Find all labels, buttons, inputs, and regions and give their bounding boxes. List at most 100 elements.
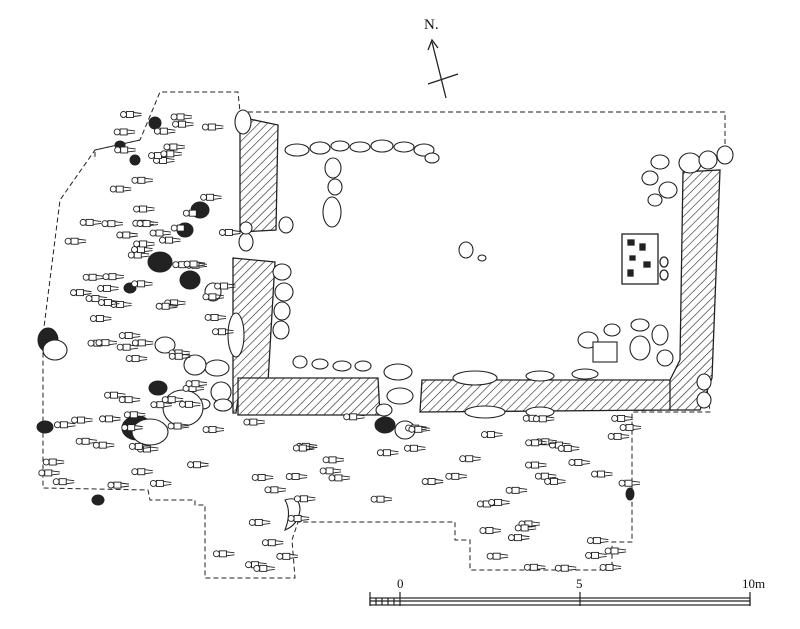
burial-figure [121, 424, 143, 432]
burial-figure [445, 472, 467, 480]
burial-figure [82, 273, 105, 281]
burial-figure [109, 185, 132, 193]
burial-figure [322, 456, 345, 464]
burial-figure [42, 458, 65, 466]
burial-figure [182, 209, 205, 217]
burial-figure [172, 120, 194, 128]
burial-figure [101, 220, 123, 228]
burial-figure [185, 380, 208, 388]
burial-figure [92, 441, 115, 449]
burial-figure [532, 415, 555, 423]
burial-figure [116, 231, 138, 239]
burial-figure [107, 481, 129, 489]
burial-figure [201, 123, 224, 131]
burial-figure [343, 413, 365, 421]
burial-figure [71, 416, 93, 424]
burial-figure [607, 432, 630, 440]
burial-figure [178, 400, 201, 408]
burial-figure [64, 237, 87, 245]
burial-figure [403, 444, 426, 452]
burial-figure [131, 246, 153, 254]
burial-figure [161, 396, 184, 404]
burial-figure [170, 113, 193, 121]
burial-figure [187, 461, 209, 469]
burial-figure [113, 128, 136, 136]
burial-figure [153, 127, 176, 135]
burial-group [38, 111, 642, 572]
burial-figure [155, 302, 178, 310]
burial-figure [159, 236, 181, 244]
burial-figure [97, 284, 119, 292]
burial-figure [611, 415, 633, 422]
burial-figure [408, 425, 430, 433]
burial-figure [486, 552, 509, 560]
burial-figure [38, 469, 60, 477]
burial-figure [75, 437, 98, 445]
burial-figure [150, 401, 172, 409]
burial-figure [604, 547, 627, 555]
burial-figure [293, 495, 316, 503]
burial-figure [125, 355, 148, 363]
burial-figure [70, 289, 92, 297]
burial-figure [264, 486, 286, 494]
burial-figure [618, 479, 641, 487]
burial-figure [114, 146, 136, 154]
burial-figure [479, 527, 501, 534]
burial-figure [319, 467, 342, 475]
burial-figure [118, 396, 141, 404]
burial-figure [212, 550, 235, 558]
burial-figure [292, 444, 315, 452]
burial-figure [554, 564, 577, 572]
burial-figure [131, 280, 153, 288]
hearth-feature [621, 233, 669, 285]
burial-figure [52, 478, 75, 486]
burial-figure [287, 515, 310, 522]
burial-figure [89, 315, 112, 322]
burial-figure [95, 339, 118, 347]
burial-figure [149, 479, 172, 487]
burial-figure [120, 111, 142, 118]
burial-figure [599, 563, 622, 571]
burial-figure [204, 314, 227, 321]
burial-figure [170, 224, 193, 232]
scale-tick-5: 5 [576, 576, 583, 591]
wall-stones [195, 109, 734, 419]
burial-figure [98, 299, 120, 306]
burial-figure [328, 474, 350, 482]
burial-figure [136, 220, 159, 228]
burial-figure [99, 415, 121, 423]
burial-figure [131, 468, 153, 476]
excavation-boundary [42, 91, 726, 579]
burial-figure [212, 328, 234, 336]
burial-figure [183, 260, 206, 268]
burial-figure [102, 273, 125, 281]
burial-figure [285, 473, 308, 480]
burial-figure [376, 449, 399, 457]
burial-figure [133, 205, 155, 213]
burial-figure [202, 426, 225, 434]
north-label: N. [424, 17, 439, 33]
burial-figure [167, 422, 190, 430]
burial-figure [514, 524, 537, 532]
scale-tick-10m: 10m [742, 576, 766, 591]
burial-figure [459, 455, 481, 463]
burial-figure [370, 495, 393, 503]
burial-figure [421, 478, 444, 485]
burial-figure [251, 473, 274, 481]
burial-figure [79, 218, 102, 226]
west-wall-north [239, 116, 279, 233]
burial-figure [253, 564, 275, 572]
burial-figure [202, 293, 224, 301]
burial-figure [505, 486, 528, 494]
burial-figure [116, 343, 139, 351]
burial-figure [163, 143, 185, 151]
burial-figure [261, 539, 284, 547]
burial-figure [218, 229, 241, 236]
burial-figure [53, 421, 76, 429]
burial-figure [131, 339, 154, 347]
burial-figure [507, 534, 530, 542]
burial-figure [128, 442, 151, 450]
burial-figure [104, 391, 126, 399]
burial-figure [127, 251, 150, 259]
east-wall [669, 169, 721, 411]
